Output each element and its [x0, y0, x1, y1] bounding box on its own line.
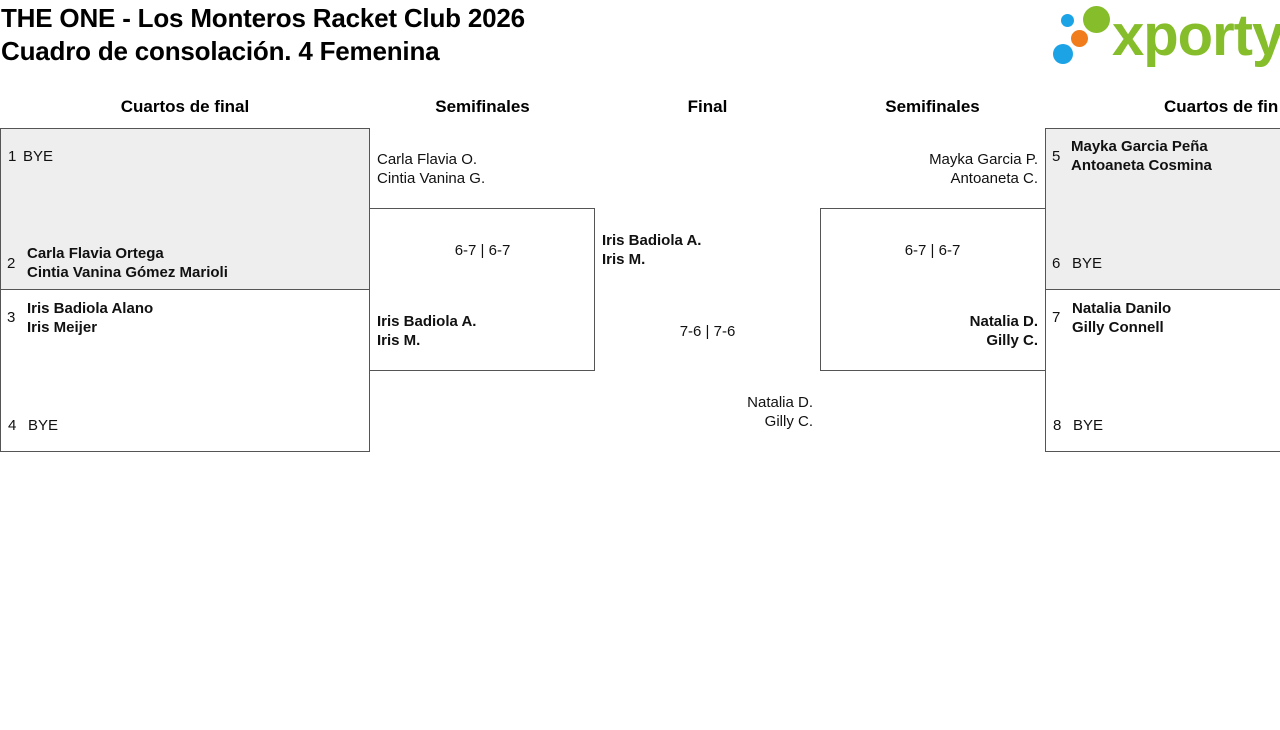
- round-header-left-semis: Semifinales: [435, 97, 530, 116]
- seed-number: 4: [8, 417, 17, 434]
- team-player-2: Cintia Vanina G.: [377, 170, 486, 187]
- team-player-1: Iris Badiola Alano: [27, 300, 154, 317]
- finalist-player-1: Iris Badiola A.: [602, 232, 702, 249]
- team-player-1: Natalia D.: [969, 313, 1038, 330]
- tournament-title: THE ONE - Los Monteros Racket Club 2026: [1, 3, 525, 33]
- round-header-left-quarters: Cuartos de final: [120, 97, 250, 116]
- bye-label: BYE: [1072, 255, 1103, 272]
- team-player-1: Mayka Garcia P.: [929, 151, 1038, 168]
- seed-number: 8: [1053, 417, 1062, 434]
- left-semifinal-match: [369, 208, 595, 371]
- team-player-2: Antoaneta Cosmina: [1071, 157, 1212, 174]
- bye-label: BYE: [1073, 417, 1104, 434]
- seed-number: 6: [1052, 255, 1061, 272]
- logo-dot-blue: [1053, 44, 1073, 64]
- seed-number: 2: [7, 255, 16, 272]
- seed-number: 1: [8, 148, 17, 165]
- round-header-right-quarters: Cuartos de fin: [1164, 97, 1279, 116]
- round-header-final: Final: [687, 97, 728, 116]
- round-header-right-semis: Semifinales: [885, 97, 980, 116]
- team-player-1: Natalia Danilo: [1072, 300, 1172, 317]
- team-player-1: Iris Badiola A.: [377, 313, 477, 330]
- logo-text: xporty: [1112, 3, 1280, 68]
- match-score: 6-7 | 6-7: [904, 242, 961, 259]
- team-player-2: Iris M.: [377, 332, 421, 349]
- team-player-2: Gilly Connell: [1072, 319, 1164, 336]
- seed-number: 7: [1052, 309, 1061, 326]
- finalist-player-2: Gilly C.: [764, 413, 813, 430]
- team-player-1: Carla Flavia Ortega: [27, 245, 164, 262]
- team-player-2: Cintia Vanina Gómez Marioli: [27, 264, 228, 281]
- left-quarter-match-1: [0, 128, 370, 290]
- match-score: 6-7 | 6-7: [454, 242, 511, 259]
- finalist-player-1: Natalia D.: [747, 394, 813, 411]
- logo-dot-orange: [1071, 30, 1088, 47]
- final-score: 7-6 | 7-6: [679, 323, 736, 340]
- bye-label: BYE: [23, 148, 54, 165]
- xporty-logo: xporty: [1052, 3, 1280, 68]
- team-player-1: Mayka Garcia Peña: [1071, 138, 1208, 155]
- right-quarter-match-1: [1045, 128, 1280, 290]
- draw-subtitle: Cuadro de consolación. 4 Femenina: [1, 36, 440, 66]
- team-player-2: Antoaneta C.: [950, 170, 1038, 187]
- seed-number: 3: [7, 309, 16, 326]
- logo-dot-green: [1083, 6, 1110, 33]
- team-player-2: Gilly C.: [986, 332, 1038, 349]
- team-player-1: Carla Flavia O.: [377, 151, 478, 168]
- logo-dot-blue-small: [1061, 14, 1074, 27]
- team-player-2: Iris Meijer: [27, 319, 98, 336]
- finalist-player-2: Iris M.: [602, 251, 646, 268]
- seed-number: 5: [1052, 148, 1061, 165]
- bye-label: BYE: [28, 417, 59, 434]
- right-quarter-match-2: [1045, 289, 1280, 452]
